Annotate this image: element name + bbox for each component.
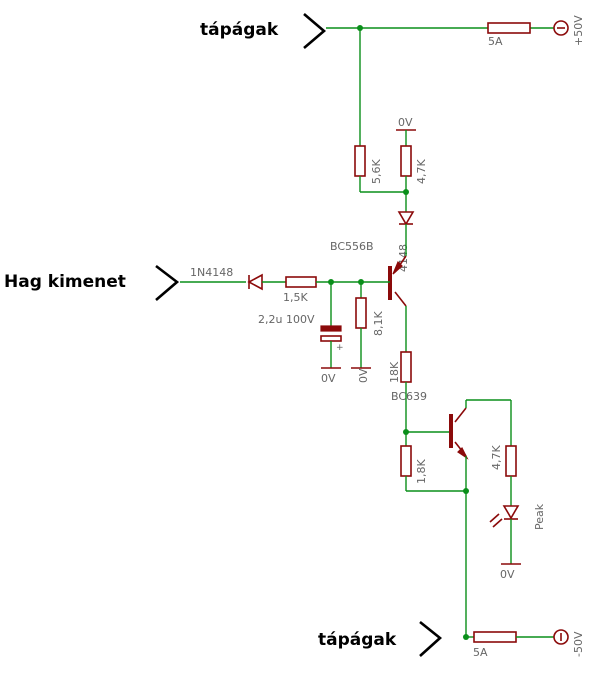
fuse-top-label: 5A [488,35,503,48]
pnp-collector-lead [394,291,407,307]
capacitor-label: 2,2u 100V [258,313,315,326]
resistor-5k6-label: 5,6K [370,159,383,184]
resistor-8k1-label: 8,1K [372,311,385,336]
resistor-1k5-label: 1,5K [283,291,308,304]
resistor-18k-label: 18K [388,361,401,383]
resistor-1k8-label: 1,8K [415,459,428,484]
resistor-1k5 [285,276,317,288]
fuse-bottom-label: 5A [473,646,488,659]
ground-top-label: 0V [398,116,413,129]
resistor-4k7-led [505,445,517,477]
label-input: Hag kimenet [4,272,126,292]
led-emission-ray-1 [489,513,500,523]
label-supply-top: tápágak [200,20,279,40]
terminal-minus50 [553,629,569,645]
resistor-1k8 [400,445,412,477]
arrow-supply-bottom [419,620,443,657]
capacitor-plus-sign: + [336,343,344,353]
capacitor-plate-top [320,325,342,332]
diode-input-label: 1N4148 [190,266,233,279]
fuse-bottom [473,631,517,643]
resistor-8k1 [355,297,367,329]
rail-minus50-label: -50V [572,631,585,657]
diode-bias [397,211,415,226]
transistor-npn-label: BC639 [391,390,427,403]
resistor-4k7-top-label: 4,7K [415,159,428,184]
led-emission-ray-2 [492,518,503,528]
resistor-4k7-top [400,145,412,177]
resistor-5k6 [354,145,366,177]
ground-cap-label: 0V [321,372,336,385]
arrow-input [155,264,180,301]
ground-led-label: 0V [500,568,515,581]
npn-collector-lead [454,407,467,423]
label-supply-bottom: tápágak [318,630,397,650]
led-peak [502,505,520,520]
resistor-4k7-led-label: 4,7K [490,445,503,470]
npn-emitter-arrow [457,446,469,460]
arrow-supply-top [303,13,327,49]
fuse-top [487,22,531,34]
capacitor-plate-bottom [320,335,342,342]
transistor-pnp-label: BC556B [330,240,374,253]
ground-r8k1-label: 0V [357,368,370,383]
resistor-18k [400,351,412,383]
rail-plus50-label: +50V [572,15,585,46]
diode-input [247,273,263,291]
pnp-emitter-arrow [392,260,403,275]
led-label: Peak [533,503,546,530]
terminal-plus50 [553,20,569,36]
